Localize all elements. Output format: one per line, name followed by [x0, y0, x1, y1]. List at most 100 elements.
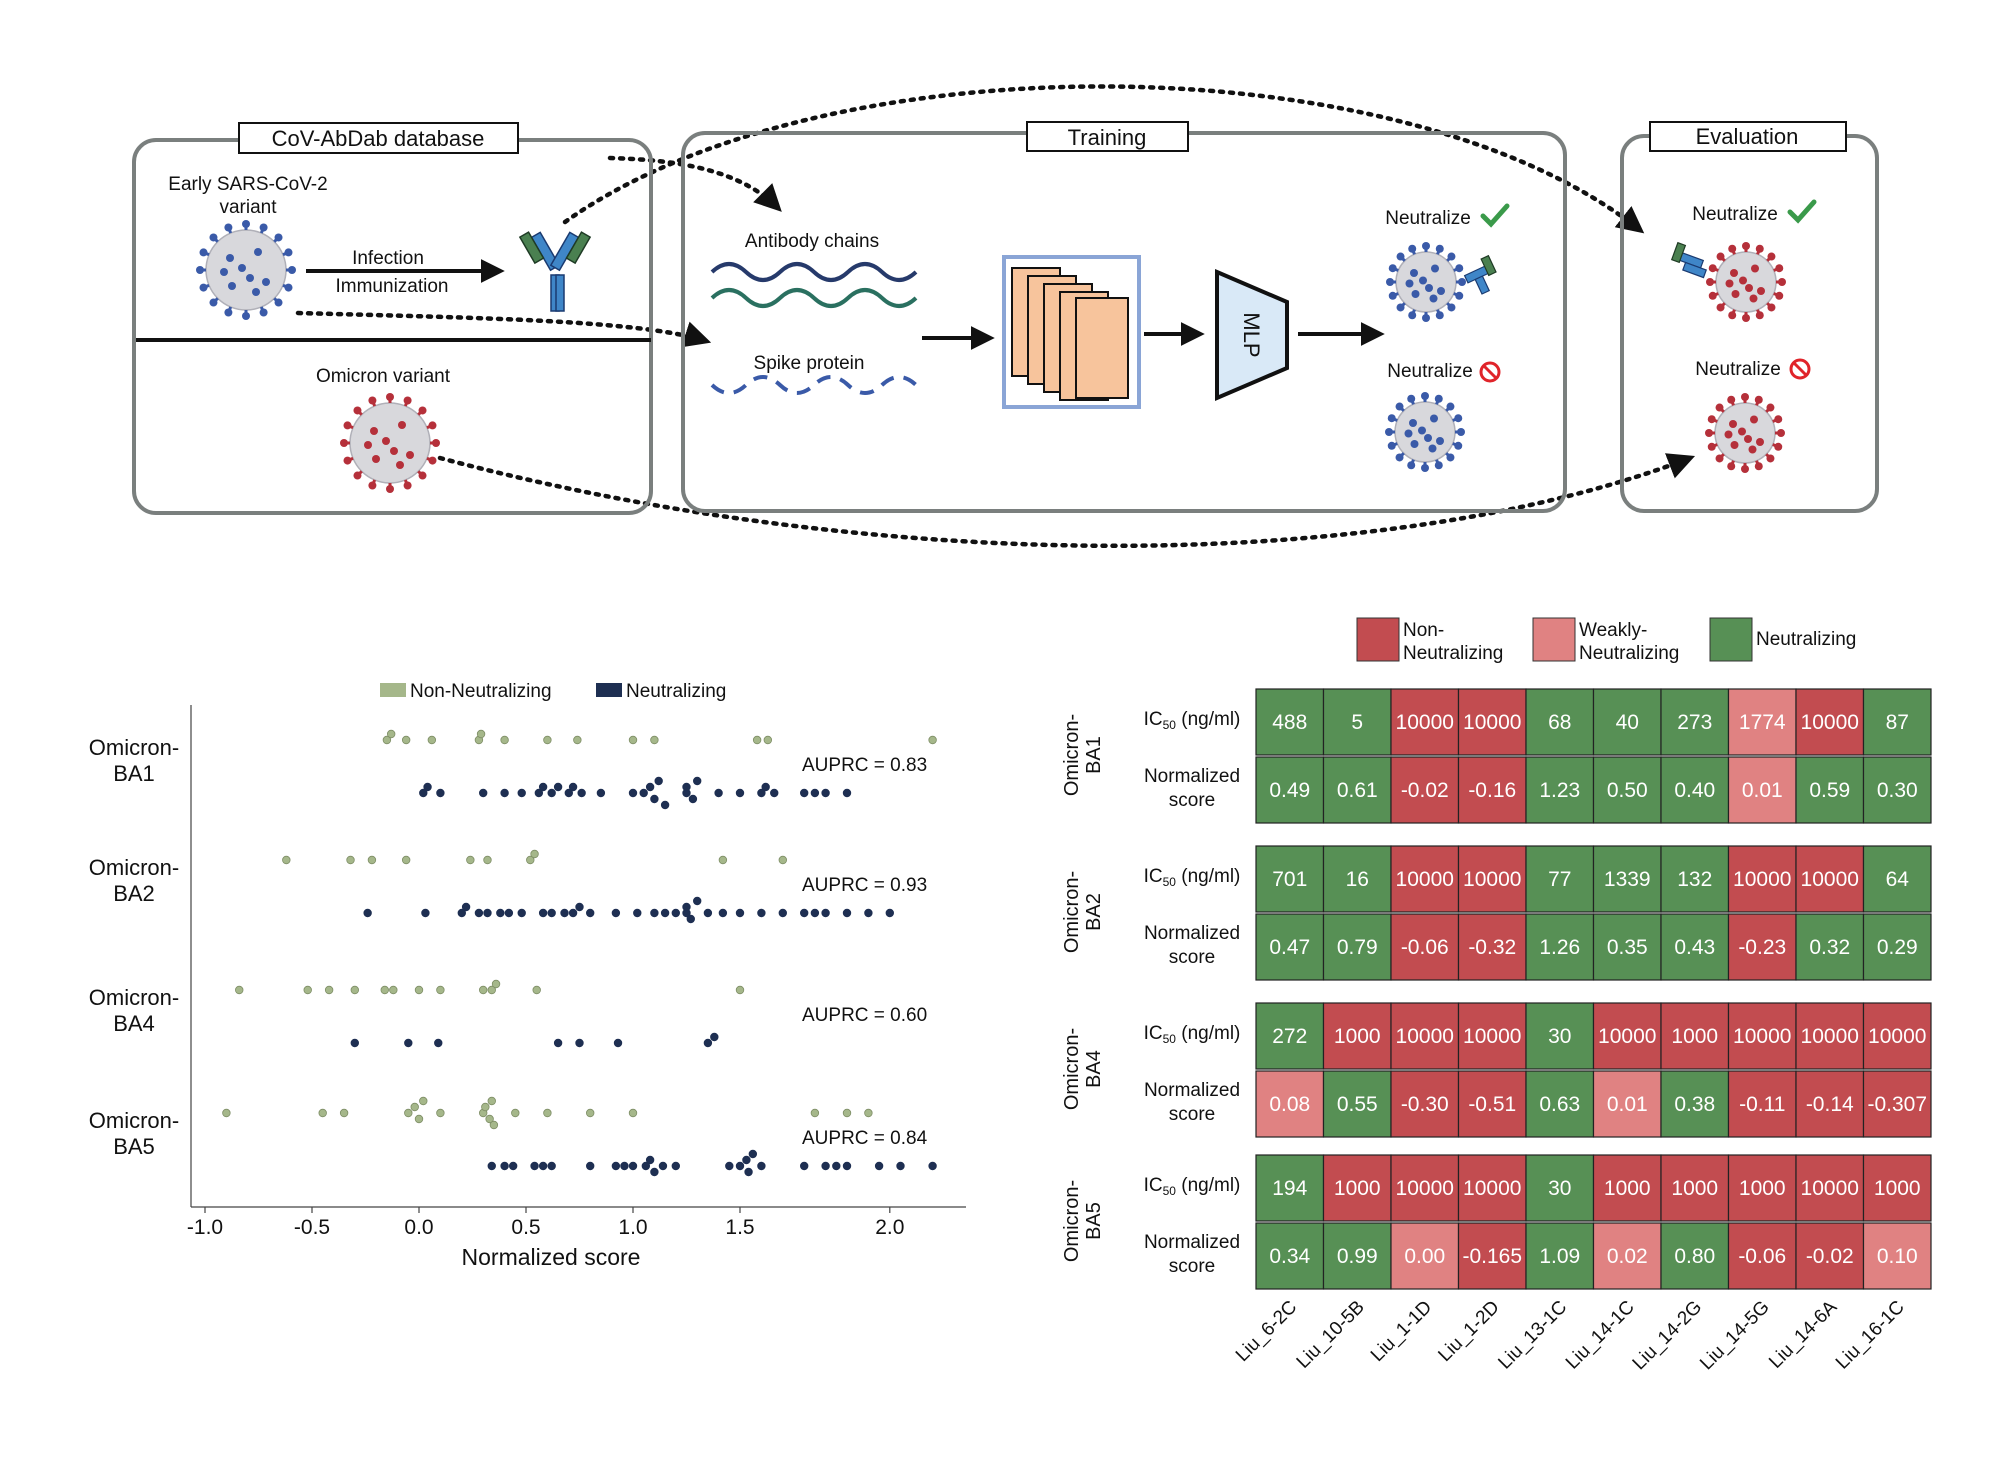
heatmap-cell [1862, 756, 1932, 824]
virus-surface-spike [238, 264, 246, 272]
neutralizing-point [682, 902, 691, 912]
neutralizing-point [577, 788, 586, 798]
neutralizing-point [560, 908, 569, 918]
neutralizing-point [564, 788, 573, 798]
heatmap-cell [1322, 913, 1392, 981]
virus-spike-head [224, 308, 233, 317]
heatmap-cell-value: 0.63 [1539, 1093, 1580, 1116]
heatmap-cell [1525, 688, 1595, 756]
x-tick-label: 2.0 [875, 1216, 904, 1239]
virus-surface-spike [220, 268, 228, 276]
ic50-row-label: IC50 (ng/ml) [1144, 866, 1241, 889]
neutralizing-point [874, 1161, 884, 1171]
variant-label: Omicron- [1061, 714, 1083, 796]
neutralizing-point [693, 896, 702, 906]
virus-surface-spike [1409, 419, 1417, 427]
virus-spike-head [1388, 291, 1397, 300]
neutralizing-point [496, 908, 505, 918]
virus-surface-spike [1730, 269, 1738, 277]
heatmap-cell-value: -0.02 [1401, 779, 1449, 802]
heatmap-cell [1862, 1154, 1932, 1222]
heatmap-cell [1592, 1154, 1662, 1222]
neutralizing-point [620, 1161, 629, 1171]
virus-surface-spike [1424, 434, 1432, 442]
virus-spike-head [1767, 303, 1776, 312]
virus-spike-head [1705, 429, 1713, 437]
neutralizing-point [864, 908, 873, 918]
non-neutralizing-point [339, 1108, 349, 1118]
virus-spike-head [199, 248, 208, 257]
neutralizing-point [596, 788, 606, 798]
virus-surface-spike [1410, 269, 1418, 277]
virus-spike-head [1716, 252, 1725, 261]
non-neutralizing-point [427, 735, 437, 745]
column-label: Liu_14-2G [1629, 1297, 1707, 1375]
heatmap-cell [1862, 688, 1932, 756]
virus-spike-head [274, 233, 283, 242]
x-tick-label: 0.0 [404, 1216, 433, 1239]
neutralizing-point [682, 782, 691, 792]
non-neutralizing-point [367, 855, 377, 865]
non-neutralizing-point [489, 1120, 499, 1130]
heatmap-cell-value: 87 [1886, 711, 1909, 734]
heatmap-cell-value: -0.06 [1401, 936, 1449, 959]
legend-swatch-non-neutralizing [380, 683, 406, 697]
neutralizing-point [500, 788, 509, 798]
virus-spike-head [1766, 454, 1775, 463]
non-neutralizing-point [404, 1108, 413, 1118]
neutralizing-point [735, 1161, 745, 1171]
virus-spike-head [1754, 395, 1763, 404]
mlp-label: MLP [1239, 312, 1264, 357]
heatmap-cell-value: 30 [1548, 1025, 1571, 1048]
legend-label-neutralizing: Neutralizing [626, 681, 726, 702]
neutralizing-point [633, 908, 642, 918]
virus-surface-spike [1404, 429, 1413, 438]
virus-spike-head [1385, 428, 1393, 436]
virus-spike-head [288, 266, 296, 274]
check-icon [1480, 203, 1510, 228]
neutralizing-point [761, 782, 770, 792]
virus-spike-head [1775, 291, 1784, 300]
virus-spike-head [284, 248, 293, 257]
heatmap-cell [1457, 688, 1527, 756]
heatmap-cell-value: 0.02 [1607, 1245, 1648, 1268]
auprc-label: AUPRC = 0.93 [802, 875, 927, 896]
heatmap-cell-value: 0.01 [1607, 1093, 1648, 1116]
virus-spike-head [386, 393, 394, 401]
evaluation-omicron-virus-icon [1705, 393, 1785, 473]
non-neutralizing-point [485, 1114, 494, 1124]
heatmap-cell-value: 0.01 [1742, 779, 1783, 802]
training-neutralize-yes-label: Neutralize [1385, 208, 1471, 229]
heatmap-cell-value: 10000 [1463, 1025, 1521, 1048]
neutralizing-point [703, 1038, 713, 1048]
heatmap-cell [1525, 1070, 1595, 1138]
heatmap-cell-value: 10000 [1733, 868, 1791, 891]
neutralizing-point [534, 788, 544, 798]
group-label: BA1 [113, 761, 155, 786]
early-virus-icon [196, 220, 296, 320]
heatmap-cell-value: 0.34 [1269, 1245, 1310, 1268]
non-neutralizing-point [414, 1114, 424, 1124]
neutralizing-point [885, 908, 894, 918]
neutralizing-point [842, 1161, 852, 1171]
virus-surface-spike [228, 282, 236, 290]
legend-label: Non- [1403, 620, 1444, 641]
neutralizing-point [770, 788, 779, 798]
immunization-label: Immunization [336, 276, 449, 297]
score-row-label: Normalized [1144, 766, 1240, 787]
heatmap-cell [1322, 756, 1392, 824]
neutralizing-point [474, 908, 484, 918]
neutralizing-point [530, 1161, 539, 1171]
score-row-label: score [1169, 790, 1215, 811]
non-neutralizing-point [318, 1108, 327, 1118]
non-neutralizing-point [628, 1108, 638, 1118]
neutralizing-point [757, 908, 766, 918]
virus-spike-head [1396, 303, 1405, 312]
neutralizing-point [517, 788, 526, 798]
neutralizing-point [350, 1038, 359, 1048]
heatmap-cell-value: 1.26 [1539, 936, 1580, 959]
heatmap-cell-value: 1000 [1874, 1177, 1921, 1200]
heatmap-cell [1390, 756, 1460, 824]
heatmap-cell-value: 0.59 [1809, 779, 1850, 802]
